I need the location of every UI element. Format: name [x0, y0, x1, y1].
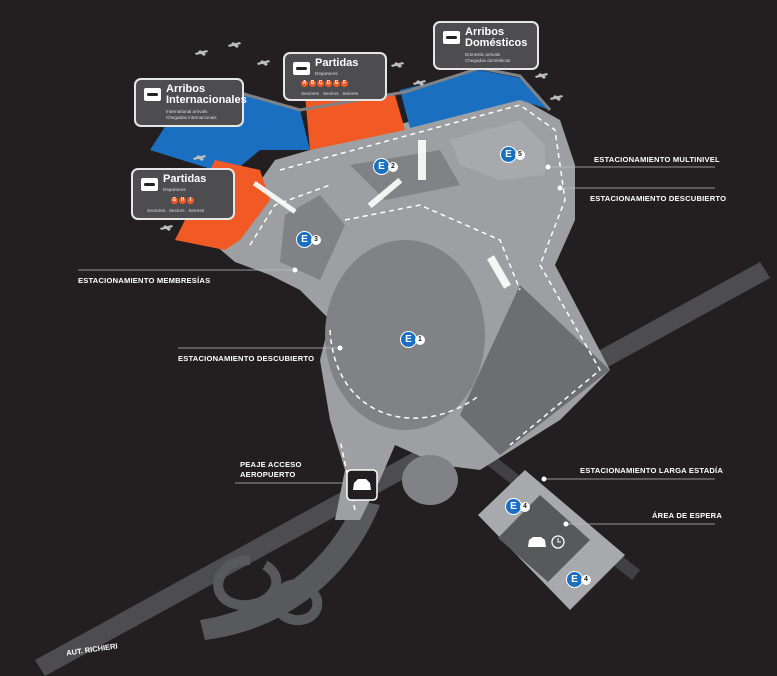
departure-plane-icon [293, 62, 310, 75]
label-departures-abcdef: Partidas Departures A B C D E F Sectores… [283, 52, 387, 101]
label-title: Arribos [166, 83, 206, 95]
callout-open-parking-right: ESTACIONAMIENTO DESCUBIERTO [590, 194, 727, 203]
label-title: Partidas [315, 57, 359, 69]
label-sub: Domestic arrivals [465, 52, 501, 57]
sector-c: C [317, 80, 324, 87]
sector-e: E [333, 80, 340, 87]
sector-f: F [341, 80, 348, 87]
parking-e5 [450, 120, 545, 180]
label-title-2: Internacionales [166, 94, 247, 106]
car-clock-icon [528, 537, 546, 547]
callout-toll-line1: PEAJE ACCESO [240, 460, 302, 469]
sector-a: A [301, 80, 308, 87]
callout-lines [78, 166, 715, 525]
parking-number: 2 [388, 161, 398, 172]
parking-marker-e3[interactable]: E 3 [296, 231, 321, 248]
pond [402, 455, 458, 505]
departure-plane-icon [141, 178, 158, 191]
crosswalks [252, 140, 511, 289]
parking-long-stay [460, 285, 610, 455]
sector-b: B [309, 80, 316, 87]
parking-marker-e5[interactable]: E 5 [500, 146, 525, 163]
parking-number: 3 [311, 234, 321, 245]
parking-number: 4 [520, 501, 530, 512]
parking-marker-e2[interactable]: E 2 [373, 158, 398, 175]
arrival-plane-icon [443, 31, 460, 44]
airplane-icon [160, 42, 563, 231]
label-title: Partidas [163, 173, 207, 185]
sector-i: I [187, 197, 194, 204]
parking-number: 1 [415, 334, 425, 345]
callout-long-stay-parking: ESTACIONAMIENTO LARGA ESTADÍA [580, 466, 724, 475]
sector-label: Sectores . Sectors . Setores [301, 91, 359, 96]
sector-label: Sectores . Sectors . Setores [147, 208, 205, 213]
label-title-2: Domésticos [465, 37, 528, 49]
label-sub-2: Chegadas domésticas [465, 58, 511, 63]
terminal-departures-abcdef [305, 95, 405, 150]
callout-waiting-area: ÁREA DE ESPERA [652, 511, 723, 520]
callout-open-parking-center: ESTACIONAMIENTO DESCUBIERTO [178, 354, 315, 363]
label-title: Arribos [465, 26, 505, 38]
label-domestic-arrivals: Arribos Domésticos Domestic arrivals Che… [433, 21, 539, 70]
sector-d: D [325, 80, 332, 87]
label-departures-ghi: Partidas Departures G H I Sectores . Sec… [131, 168, 235, 220]
loop-ramp [213, 555, 282, 611]
arrival-plane-icon [144, 88, 161, 101]
sector-dots: G H I [171, 197, 194, 204]
callout-membership-parking: ESTACIONAMIENTO MEMBRESÍAS [78, 276, 211, 285]
loop-ramp-2 [271, 579, 323, 626]
parking-marker-e1[interactable]: E 1 [400, 331, 425, 348]
label-sub-2: Chegadas internacionais [166, 115, 217, 120]
label-sub: International arrivals [166, 109, 208, 114]
label-sub: Departures [163, 187, 186, 192]
callout-toll-line2: AEROPUERTO [240, 470, 296, 479]
callout-multilevel-parking: ESTACIONAMIENTO MULTINIVEL [594, 155, 720, 164]
label-sub: Departures [315, 71, 338, 76]
sector-dots: A B C D E F [301, 80, 348, 87]
parking-marker-e4[interactable]: E 4 [505, 498, 530, 515]
terminal-domestic-arrivals [400, 70, 550, 128]
sector-g: G [171, 197, 178, 204]
parking-marker-e4-south[interactable]: E 4 [566, 571, 591, 588]
label-intl-arrivals: Arribos Internacionales International ar… [134, 78, 247, 127]
parking-number: 5 [515, 149, 525, 160]
sector-h: H [179, 197, 186, 204]
parking-number: 4 [581, 574, 591, 585]
